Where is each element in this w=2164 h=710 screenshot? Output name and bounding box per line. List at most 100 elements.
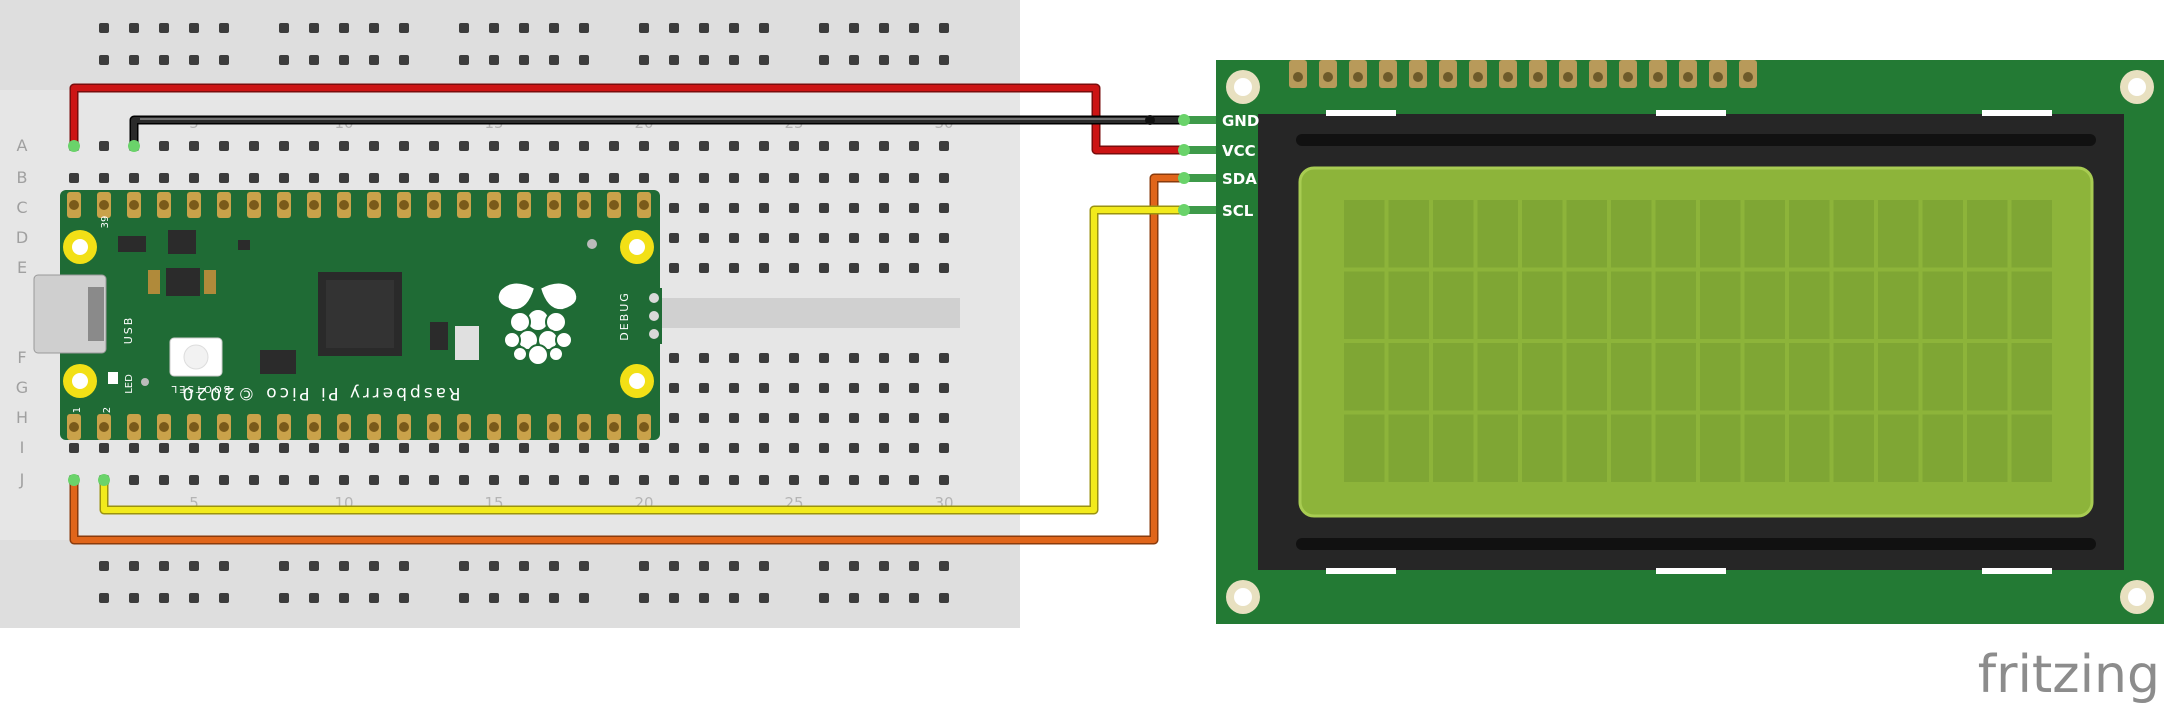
pico-pin-hole xyxy=(99,422,109,432)
rail-hole xyxy=(579,561,589,571)
pin-39-label: 39 xyxy=(100,216,111,229)
lcd-character-cell xyxy=(1700,343,1741,411)
rail-hole xyxy=(819,55,829,65)
breadboard-hole xyxy=(339,475,349,485)
lcd-character-cell xyxy=(1477,200,1518,268)
breadboard-hole xyxy=(819,383,829,393)
breadboard-hole xyxy=(909,203,919,213)
breadboard-hole xyxy=(759,475,769,485)
pico-pin-hole xyxy=(249,422,259,432)
lcd-character-cell xyxy=(1433,271,1474,339)
raspberry-pi-pico[interactable]: Raspberry Pi Pico ©2020 USB DEBUG BOOTSE… xyxy=(33,190,662,440)
bezel-tab xyxy=(1326,110,1396,116)
bezel-tab xyxy=(1982,110,2052,116)
lcd-pin-label-gnd: GND xyxy=(1222,112,1259,130)
component xyxy=(238,240,250,250)
breadboard-hole xyxy=(459,475,469,485)
rail-hole xyxy=(729,23,739,33)
lcd-character-cell xyxy=(1744,343,1785,411)
breadboard-hole xyxy=(69,443,79,453)
breadboard-hole xyxy=(279,443,289,453)
rail-hole xyxy=(519,561,529,571)
breadboard-hole xyxy=(549,475,559,485)
breadboard-hole xyxy=(759,173,769,183)
breadboard-hole xyxy=(99,173,109,183)
row-label: E xyxy=(17,258,27,277)
rail-hole xyxy=(159,23,169,33)
breadboard-hole xyxy=(639,173,649,183)
breadboard-hole xyxy=(609,141,619,151)
breadboard-hole xyxy=(819,353,829,363)
pico-pin-hole xyxy=(609,422,619,432)
pico-pin-hole xyxy=(99,200,109,210)
breadboard-hole xyxy=(669,233,679,243)
breadboard-hole xyxy=(939,173,949,183)
pico-pin-hole xyxy=(219,422,229,432)
breadboard-hole xyxy=(939,141,949,151)
rail-hole xyxy=(729,55,739,65)
rail-hole xyxy=(459,561,469,571)
rail-hole xyxy=(219,23,229,33)
debug-pin xyxy=(649,311,659,321)
breadboard-hole xyxy=(249,475,259,485)
breadboard-hole xyxy=(99,141,109,151)
rail-hole xyxy=(369,561,379,571)
debug-pin xyxy=(649,329,659,339)
breadboard-hole xyxy=(429,443,439,453)
row-label: A xyxy=(17,136,28,155)
raspberry-logo-icon xyxy=(496,281,579,366)
lcd-character-cell xyxy=(1344,200,1385,268)
rail-hole xyxy=(759,55,769,65)
rail-hole xyxy=(189,55,199,65)
breadboard-hole xyxy=(519,173,529,183)
lcd-header-pin-hole xyxy=(1293,72,1303,82)
breadboard-hole xyxy=(579,443,589,453)
rail-hole xyxy=(489,561,499,571)
lcd-mount-hole-center xyxy=(1234,78,1252,96)
lcd-character-cell xyxy=(2011,343,2052,411)
lcd-character-cell xyxy=(1566,200,1607,268)
bootsel-button-cap[interactable] xyxy=(183,344,209,370)
lcd-character-cell xyxy=(1388,271,1429,339)
scl-wire[interactable] xyxy=(99,205,1184,515)
breadboard-hole xyxy=(789,353,799,363)
sda-wire[interactable] xyxy=(69,173,1184,545)
bezel-slot-top xyxy=(1296,134,2096,146)
pico-pin-hole xyxy=(579,422,589,432)
breadboard-hole xyxy=(699,443,709,453)
rail-hole xyxy=(279,23,289,33)
breadboard-hole xyxy=(729,353,739,363)
rail-hole xyxy=(99,23,109,33)
rail-hole xyxy=(579,593,589,603)
breadboard-hole xyxy=(789,263,799,273)
pico-pin-hole xyxy=(549,200,559,210)
breadboard-hole xyxy=(879,353,889,363)
lcd-character-cell xyxy=(1700,271,1741,339)
lcd-character-cell xyxy=(1922,343,1963,411)
vcc-wire[interactable] xyxy=(69,83,1184,155)
lcd-character-cell xyxy=(1566,414,1607,482)
breadboard-hole xyxy=(369,141,379,151)
breadboard-hole xyxy=(219,141,229,151)
flash-chip xyxy=(166,268,200,296)
row-label: B xyxy=(17,168,28,187)
gnd-wire[interactable] xyxy=(129,115,1184,146)
breadboard-hole xyxy=(699,141,709,151)
breadboard-hole xyxy=(699,173,709,183)
lcd-character-cell xyxy=(1878,343,1919,411)
lcd-character-cell xyxy=(1344,271,1385,339)
rail-hole xyxy=(879,561,889,571)
rail-hole xyxy=(159,55,169,65)
breadboard-hole xyxy=(519,443,529,453)
rail-hole xyxy=(549,561,559,571)
lcd-header-pin-hole xyxy=(1743,72,1753,82)
lcd-pin xyxy=(1178,206,1216,214)
breadboard-hole xyxy=(759,353,769,363)
rail-hole xyxy=(309,593,319,603)
breadboard-hole xyxy=(549,443,559,453)
pico-pin-hole xyxy=(399,200,409,210)
breadboard-hole xyxy=(819,233,829,243)
rail-hole xyxy=(489,23,499,33)
